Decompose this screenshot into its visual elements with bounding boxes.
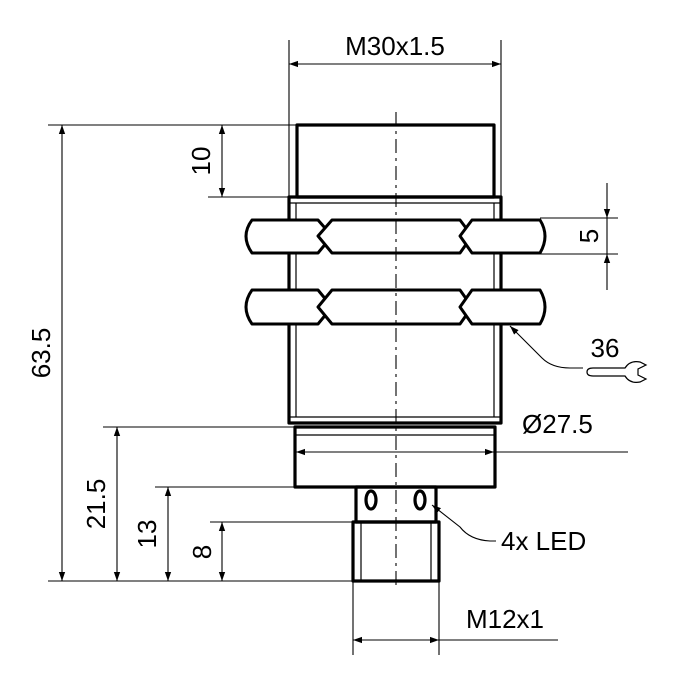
dim-thread-connector: M12x1 (352, 581, 558, 655)
label-wrench-size: 36 (591, 333, 620, 363)
led-window-left (364, 489, 378, 511)
upper-nut (244, 218, 547, 255)
label-thread-connector: M12x1 (466, 604, 544, 634)
diameter-value: 27.5 (542, 409, 593, 439)
dim-diameter: Ø27.5 (296, 409, 628, 456)
label-lower-length: 21.5 (81, 479, 111, 530)
dim-lower-length: 21.5 (81, 426, 295, 581)
label-diameter: Ø27.5 (522, 409, 593, 439)
lower-nut (244, 288, 547, 326)
lower-housing (293, 425, 497, 489)
dim-led-callout: 4x LED (431, 504, 586, 556)
led-window-right (413, 489, 427, 511)
diameter-symbol: Ø (522, 409, 542, 439)
label-height-top: 10 (186, 147, 216, 176)
label-plug-length: 8 (187, 545, 217, 559)
dim-wrench-size: 36 (509, 325, 648, 383)
dim-thread-main: M30x1.5 (288, 31, 502, 197)
wrench-icon (586, 361, 648, 383)
label-led: 4x LED (501, 526, 586, 556)
dim-plug-length: 8 (187, 521, 353, 581)
label-nut-thickness: 5 (574, 229, 604, 243)
dim-connector-length: 13 (132, 486, 356, 581)
sensor-body (287, 123, 503, 583)
dim-total-length: 63.5 (26, 124, 353, 582)
label-connector-length: 13 (132, 520, 162, 549)
label-total-length: 63.5 (26, 328, 56, 379)
dim-height-top: 10 (186, 124, 297, 198)
dim-nut-thickness: 5 (540, 183, 618, 290)
label-thread-main: M30x1.5 (345, 31, 445, 61)
